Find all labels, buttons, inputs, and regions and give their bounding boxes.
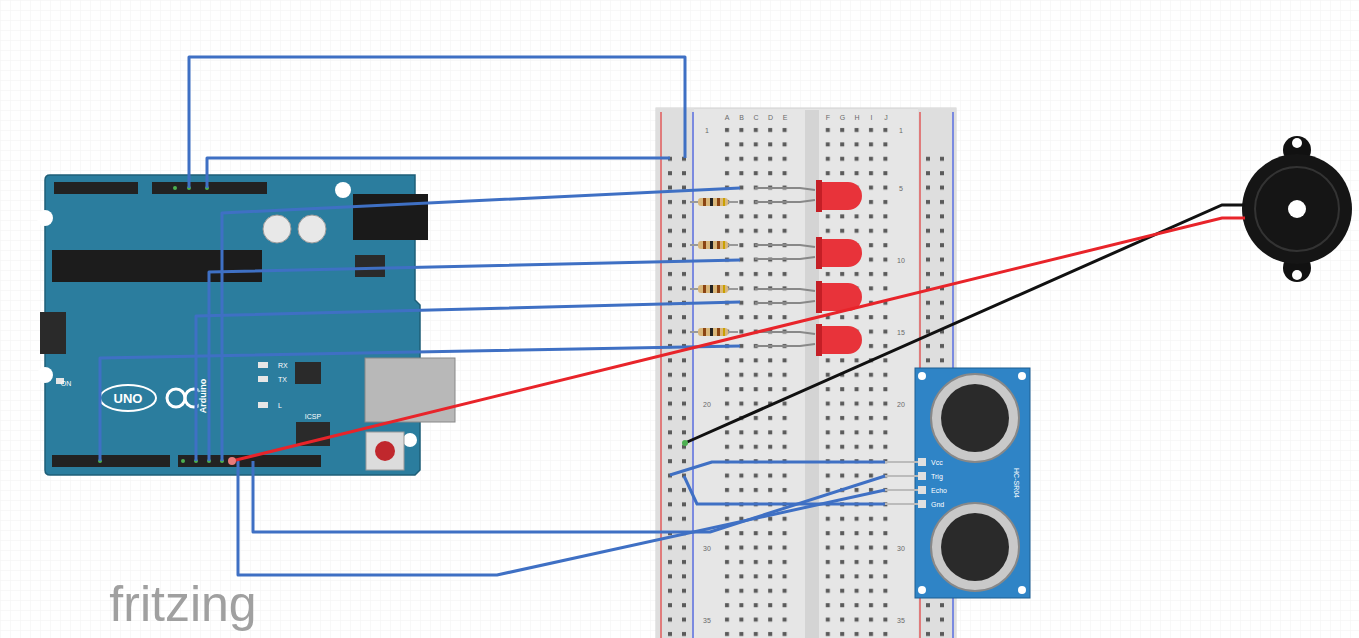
column-letter: H [854,114,859,121]
wire-end [228,457,236,465]
column-letter: C [753,114,758,121]
pin-name: Trig [931,473,943,480]
buzzer-wire [685,205,1245,443]
column-letter: B [739,114,744,121]
row-number: 10 [897,257,905,264]
row-number: 1 [899,127,903,134]
column-letter: G [840,114,845,121]
brand-name: Arduino [199,378,208,415]
column-letter: E [783,114,788,121]
row-number: 35 [897,617,905,624]
row-number: 15 [897,329,905,336]
led-label: TX [278,376,287,383]
pin-name: Echo [931,487,947,494]
led-label: ON [61,380,72,387]
buzzer-wire [232,218,1245,461]
column-letter: J [884,114,888,121]
row-number: 30 [703,545,711,552]
row-number: 30 [897,545,905,552]
pin-name: Vcc [931,459,943,466]
watermark: fritzing [109,579,256,629]
breadboard [656,108,956,638]
resistor-symbol [690,198,738,336]
row-number: 35 [703,617,711,624]
ultrasonic-sensor [885,368,1030,598]
led-label: L [278,402,282,409]
column-letter: D [768,114,773,121]
wire-end [682,440,688,446]
led-label: RX [278,362,288,369]
header-label: ICSP [305,413,321,420]
pin-name: Gnd [931,501,944,508]
row-number: 20 [897,401,905,408]
part-name: HC-SR04 [1013,468,1020,498]
piezo-buzzer [1242,136,1352,282]
row-number: 5 [899,185,903,192]
column-letter: A [725,114,730,121]
row-number: 20 [703,401,711,408]
board-model: UNO [114,392,143,405]
row-number: 1 [705,127,709,134]
column-letter: I [871,114,873,121]
column-letter: F [826,114,830,121]
jumper-wire [100,57,885,575]
